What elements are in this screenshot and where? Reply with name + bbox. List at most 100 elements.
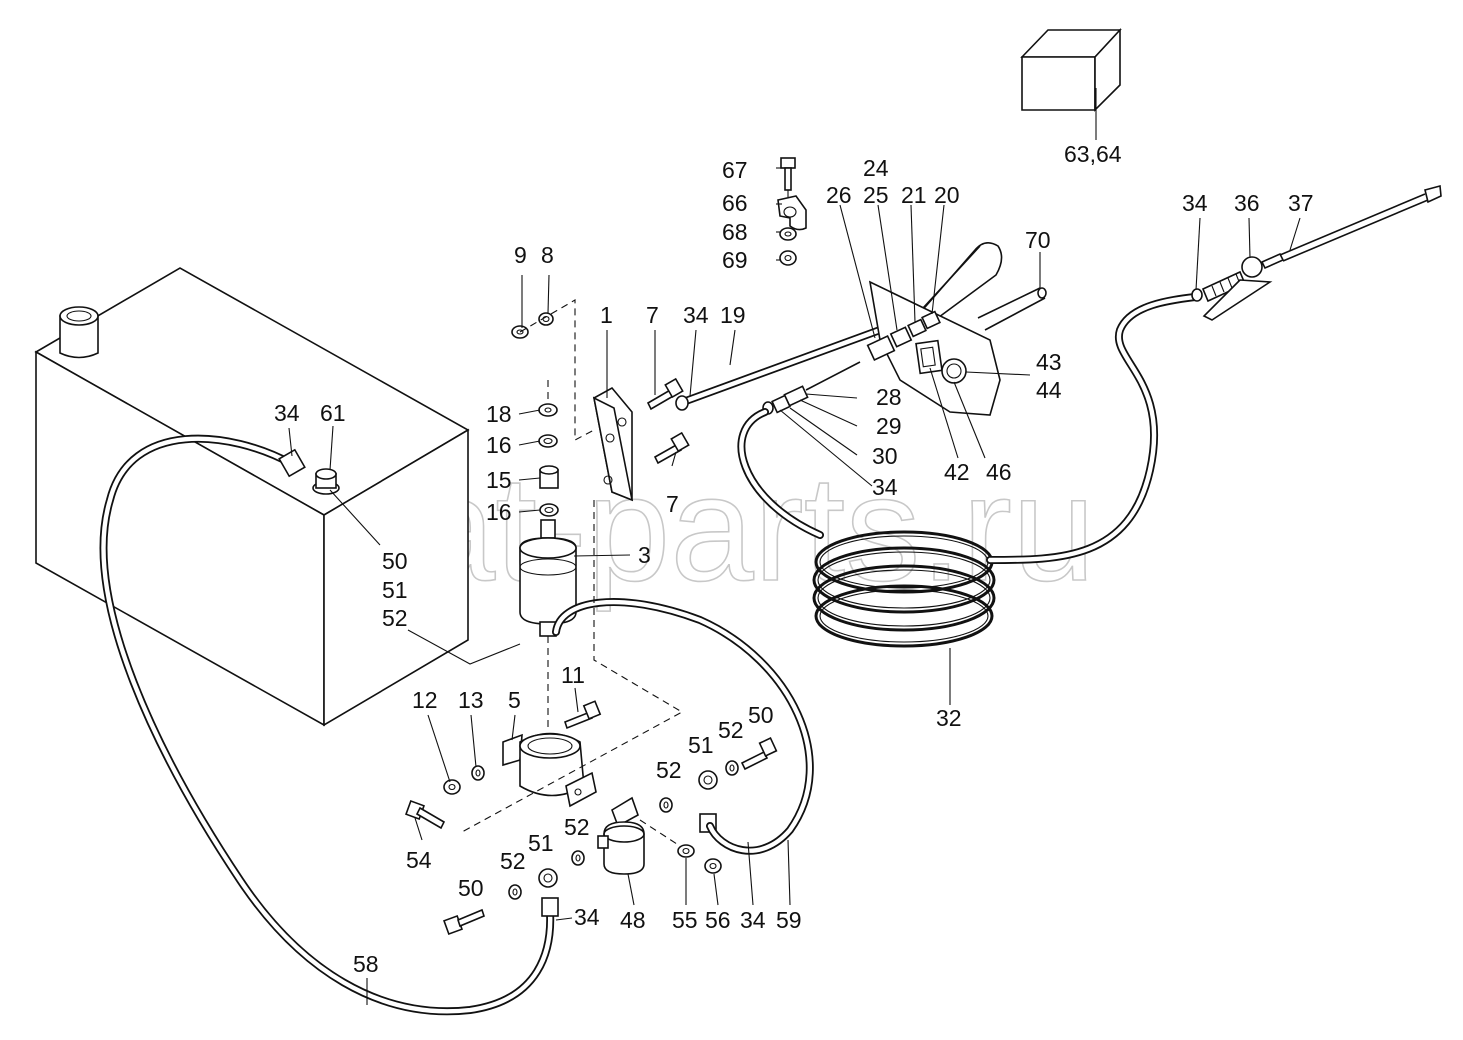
filter-48 bbox=[597, 796, 645, 875]
bolt-50-right bbox=[740, 737, 778, 771]
label-26: 26 bbox=[826, 182, 852, 208]
label-13: 13 bbox=[458, 687, 484, 713]
label-18: 18 bbox=[486, 401, 512, 427]
label-34-gun: 34 bbox=[1182, 190, 1208, 216]
label-9: 9 bbox=[514, 242, 527, 268]
mounting-plate-1 bbox=[592, 386, 634, 502]
label-16-lower: 16 bbox=[486, 499, 512, 525]
nut-12 bbox=[443, 779, 461, 795]
loop-line-70 bbox=[904, 242, 1047, 331]
label-21: 21 bbox=[901, 182, 927, 208]
label-51-tank: 51 bbox=[382, 577, 408, 603]
label-67: 67 bbox=[722, 157, 748, 183]
label-8: 8 bbox=[541, 242, 554, 268]
label-44: 44 bbox=[1036, 377, 1062, 403]
label-37: 37 bbox=[1288, 190, 1314, 216]
washer-8 bbox=[538, 312, 554, 326]
label-42: 42 bbox=[944, 459, 970, 485]
label-66: 66 bbox=[722, 190, 748, 216]
label-50-tank: 50 bbox=[382, 548, 408, 574]
spray-gun bbox=[1191, 184, 1442, 321]
washer-16-upper bbox=[538, 434, 558, 448]
label-34-tank: 34 bbox=[274, 400, 300, 426]
fittings-28-30 bbox=[762, 361, 861, 415]
washer-55 bbox=[677, 844, 695, 858]
label-7-upper: 7 bbox=[646, 302, 659, 328]
filter-3 bbox=[519, 519, 577, 637]
nut-18 bbox=[538, 403, 558, 417]
label-69: 69 bbox=[722, 247, 748, 273]
label-7-lower: 7 bbox=[666, 491, 679, 517]
washer-52-mid bbox=[659, 797, 673, 813]
hose-59 bbox=[552, 598, 814, 855]
tank bbox=[34, 267, 470, 727]
label-48: 48 bbox=[620, 907, 646, 933]
label-15: 15 bbox=[486, 467, 512, 493]
label-16-upper: 16 bbox=[486, 432, 512, 458]
washer-68 bbox=[779, 227, 797, 241]
bolt-7-lower bbox=[653, 431, 690, 465]
label-70: 70 bbox=[1025, 227, 1051, 253]
label-24: 24 bbox=[863, 155, 889, 181]
label-61: 61 bbox=[320, 400, 346, 426]
label-34-upper: 34 bbox=[683, 302, 709, 328]
label-11: 11 bbox=[561, 662, 585, 688]
label-30: 30 bbox=[872, 443, 898, 469]
label-52-right: 52 bbox=[718, 717, 744, 743]
hose-to-gun bbox=[986, 293, 1199, 564]
label-52-left-upper: 52 bbox=[564, 814, 590, 840]
bolt-11 bbox=[564, 700, 602, 730]
box-63-64 bbox=[1020, 27, 1122, 112]
nut-69 bbox=[779, 250, 797, 266]
label-59: 59 bbox=[776, 907, 802, 933]
coupling-assembly bbox=[866, 310, 941, 361]
nut-56 bbox=[704, 858, 722, 874]
bolt-54 bbox=[405, 800, 446, 830]
label-19: 19 bbox=[720, 302, 746, 328]
part-labels: 63,64 67 66 68 69 24 26 25 21 20 70 34 3… bbox=[274, 141, 1314, 977]
clamp-66 bbox=[777, 195, 807, 231]
label-51-right: 51 bbox=[688, 732, 714, 758]
label-55: 55 bbox=[672, 907, 698, 933]
leader-lines bbox=[288, 88, 1301, 1005]
bolt-50-left bbox=[443, 908, 485, 935]
label-25: 25 bbox=[863, 182, 889, 208]
label-32: 32 bbox=[936, 705, 962, 731]
label-3: 3 bbox=[638, 542, 651, 568]
label-52-left-lower: 52 bbox=[500, 848, 526, 874]
label-52-tank: 52 bbox=[382, 605, 408, 631]
hose-58 bbox=[99, 434, 555, 1016]
label-34-coil: 34 bbox=[872, 474, 898, 500]
label-34-right: 34 bbox=[740, 907, 766, 933]
hose-coil-32 bbox=[737, 408, 996, 648]
label-50-right: 50 bbox=[748, 702, 774, 728]
label-56: 56 bbox=[705, 907, 731, 933]
label-12: 12 bbox=[412, 687, 438, 713]
washer-52-right bbox=[725, 760, 739, 776]
label-34-left: 34 bbox=[574, 904, 600, 930]
bolt-7-upper bbox=[646, 377, 684, 411]
filter-clamp-5 bbox=[502, 732, 597, 808]
label-29: 29 bbox=[876, 413, 902, 439]
washer-52-left-upper bbox=[571, 850, 585, 866]
washer-16-lower bbox=[539, 503, 559, 517]
center-lines bbox=[461, 190, 789, 847]
label-51-left: 51 bbox=[528, 830, 554, 856]
hose-19 bbox=[675, 326, 884, 411]
label-68: 68 bbox=[722, 219, 748, 245]
label-20: 20 bbox=[934, 182, 960, 208]
label-46: 46 bbox=[986, 459, 1012, 485]
spacer-15 bbox=[539, 465, 559, 489]
label-50-left: 50 bbox=[458, 875, 484, 901]
label-36: 36 bbox=[1234, 190, 1260, 216]
tank-fitting-61 bbox=[312, 468, 340, 495]
label-43: 43 bbox=[1036, 349, 1062, 375]
label-63-64: 63,64 bbox=[1064, 141, 1122, 167]
banjo-51-left bbox=[538, 868, 559, 917]
label-1: 1 bbox=[600, 302, 613, 328]
label-54: 54 bbox=[406, 847, 432, 873]
label-52-mid: 52 bbox=[656, 757, 682, 783]
label-28: 28 bbox=[876, 384, 902, 410]
label-58: 58 bbox=[353, 951, 379, 977]
